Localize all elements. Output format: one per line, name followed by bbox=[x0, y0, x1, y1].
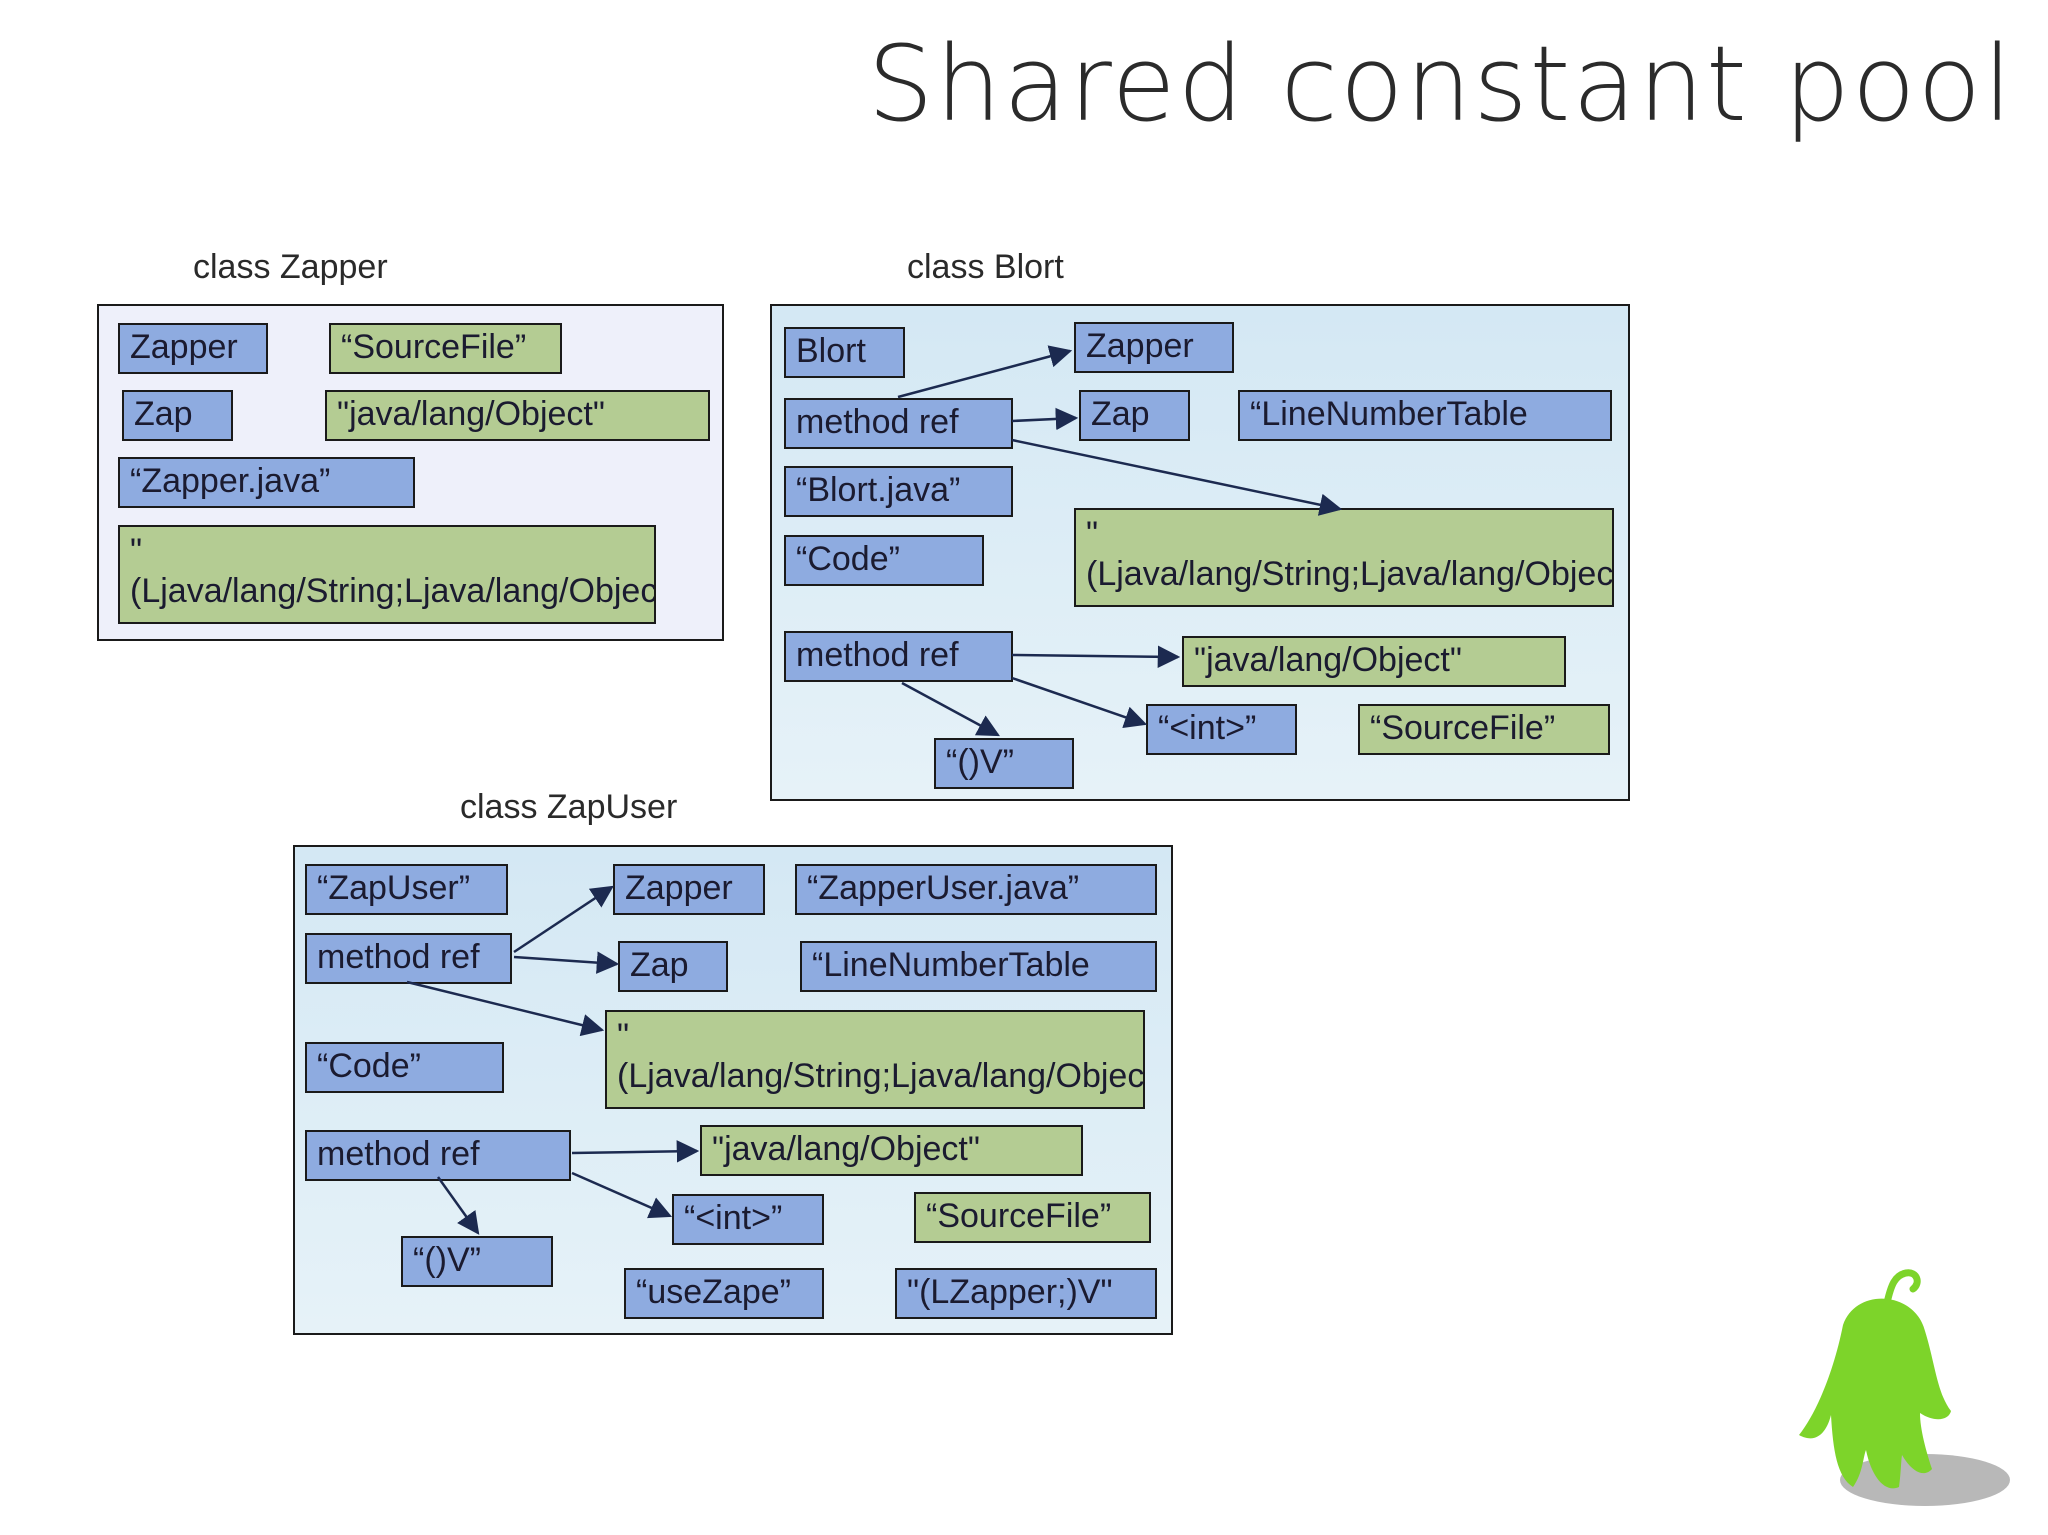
zapper-entry-java-lang-object: "java/lang/Object" bbox=[325, 390, 710, 441]
blort-entry-void-signature: “()V” bbox=[934, 738, 1074, 789]
zapuser-entry-method-ref-2: method ref bbox=[305, 1130, 571, 1181]
blort-entry-code: “Code” bbox=[784, 535, 984, 586]
slide-title: Shared constant pool bbox=[867, 23, 2014, 145]
zapuser-entry-method-signature: "(Ljava/lang/String;Ljava/lang/Object;)L… bbox=[605, 1010, 1145, 1109]
blort-arrow-to-int bbox=[1011, 676, 1148, 729]
zapuser-arrow-to-object bbox=[571, 1140, 700, 1163]
blort-constant-pool-panel: Blort Zapper method ref Zap “LineNumberT… bbox=[770, 304, 1630, 801]
zapuser-entry-usezape: “useZape” bbox=[624, 1268, 824, 1319]
mascot-antenna bbox=[1883, 1269, 1921, 1307]
zapuser-entry-zapper: Zapper bbox=[613, 864, 765, 915]
zapper-entry-zapper-java: “Zapper.java” bbox=[118, 457, 415, 508]
zapuser-arrow-to-signature bbox=[406, 980, 605, 1037]
blort-entry-linenumbertable: “LineNumberTable bbox=[1238, 390, 1612, 441]
zapuser-entry-java-lang-object: "java/lang/Object" bbox=[700, 1125, 1083, 1176]
blort-entry-int: “<int>” bbox=[1146, 704, 1297, 755]
blort-entry-sourcefile: “SourceFile” bbox=[1358, 704, 1610, 755]
blort-arrow-to-object bbox=[1011, 645, 1181, 669]
blort-entry-method-ref-2: method ref bbox=[784, 631, 1013, 682]
zapuser-entry-code: “Code” bbox=[305, 1042, 504, 1093]
zapuser-entry-zapuser: “ZapUser” bbox=[305, 864, 508, 915]
blort-entry-zapper: Zapper bbox=[1074, 322, 1234, 373]
blort-arrow-to-zap bbox=[1011, 407, 1079, 431]
zapuser-entry-zapper-void-signature: "(LZapper;)V" bbox=[895, 1268, 1157, 1319]
zapper-entry-zapper: Zapper bbox=[118, 323, 268, 374]
zapuser-entry-int: “<int>” bbox=[672, 1194, 824, 1245]
zapuser-entry-void-signature: “()V” bbox=[401, 1236, 553, 1287]
zapuser-class-label: class ZapUser bbox=[460, 788, 678, 826]
blort-entry-method-ref-1: method ref bbox=[784, 398, 1013, 449]
zapper-class-label: class Zapper bbox=[193, 248, 388, 286]
zapuser-entry-zapperuser-java: “ZapperUser.java” bbox=[795, 864, 1157, 915]
zapper-entry-method-signature: "(Ljava/lang/String;Ljava/lang/Object;)L… bbox=[118, 525, 656, 624]
blort-entry-blort-java: “Blort.java” bbox=[784, 466, 1013, 517]
blort-entry-java-lang-object: "java/lang/Object" bbox=[1182, 636, 1566, 687]
blort-class-label: class Blort bbox=[907, 248, 1064, 286]
zapuser-arrow-to-zapper bbox=[513, 885, 614, 954]
blort-arrow-to-signature bbox=[1011, 438, 1343, 516]
android-mascot-icon bbox=[1799, 1269, 2010, 1506]
zapuser-entry-linenumbertable: “LineNumberTable bbox=[800, 941, 1157, 992]
zapuser-entry-method-ref-1: method ref bbox=[305, 933, 512, 984]
zapper-entry-zap: Zap bbox=[122, 390, 233, 441]
zapuser-entry-zap: Zap bbox=[618, 941, 728, 992]
blort-entry-blort: Blort bbox=[784, 327, 905, 378]
zapper-constant-pool-panel: Zapper “SourceFile” Zap "java/lang/Objec… bbox=[97, 304, 724, 641]
zapuser-constant-pool-panel: “ZapUser” Zapper “ZapperUser.java” metho… bbox=[293, 845, 1173, 1335]
zapuser-arrow-to-zap bbox=[513, 951, 620, 974]
blort-arrow-to-zapper bbox=[897, 345, 1073, 399]
zapuser-entry-sourcefile: “SourceFile” bbox=[914, 1192, 1151, 1243]
blort-entry-method-signature: "(Ljava/lang/String;Ljava/lang/Object;)L… bbox=[1074, 508, 1614, 607]
blort-entry-zap: Zap bbox=[1079, 390, 1190, 441]
zapuser-arrow-to-int bbox=[571, 1171, 673, 1219]
zapper-entry-sourcefile: “SourceFile” bbox=[329, 323, 562, 374]
mascot-body bbox=[1799, 1298, 1951, 1489]
blort-arrow-to-void bbox=[901, 681, 1000, 737]
zapuser-arrow-to-void bbox=[436, 1176, 480, 1235]
